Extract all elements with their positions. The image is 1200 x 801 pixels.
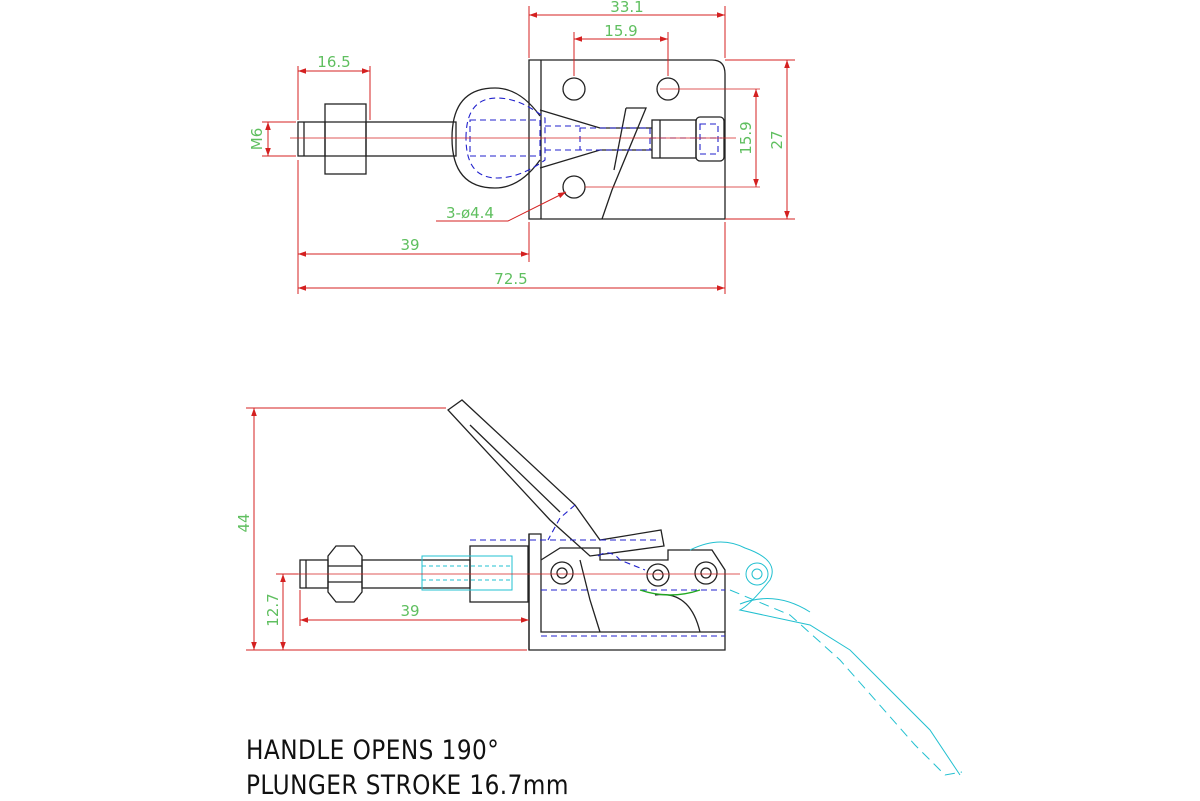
note-handle-opens: HANDLE OPENS 190°: [246, 735, 500, 766]
dim-plunger-height: 12.7: [264, 593, 282, 626]
hex-nut: [327, 545, 363, 603]
dim-plunger-to-base-top: 39: [400, 236, 419, 254]
handle: [447, 399, 665, 557]
side-view: [299, 399, 726, 651]
base-plate-outline: [528, 59, 726, 220]
handle-movement-path: [421, 541, 963, 776]
dim-overall-length: 72.5: [494, 270, 527, 288]
dim-hole-spacing-vertical: 15.9: [737, 121, 755, 154]
plunger-shaft: [365, 121, 457, 157]
pivot-pin: [694, 561, 718, 585]
mounting-hole: [562, 175, 586, 199]
side-view-dimensions: [246, 407, 529, 651]
handle-lever: [601, 107, 647, 220]
mounting-hole: [562, 77, 586, 101]
clevis: [651, 119, 697, 159]
top-view-dimensions: [262, 6, 795, 294]
side-view-cam: [639, 589, 701, 596]
top-view-dimension-labels: 33.1 15.9 16.5 M6 15.9 27 3-ø4.4 39 72.5: [248, 0, 786, 288]
pivot-pin: [646, 563, 670, 587]
pivot-pin: [550, 561, 574, 585]
note-plunger-stroke: PLUNGER STROKE 16.7mm: [246, 770, 569, 801]
threaded-end: [297, 121, 326, 157]
dim-thread: M6: [248, 128, 266, 151]
hex-nut: [324, 103, 367, 175]
side-view-dimension-labels: 44 12.7 39: [235, 513, 420, 626]
dim-plunger-extension: 16.5: [317, 53, 350, 71]
frame: [540, 547, 726, 632]
dim-height: 44: [235, 513, 253, 532]
side-view-hidden-lines: [470, 504, 725, 637]
dim-plunger-to-base-side: 39: [400, 602, 419, 620]
dim-base-height: 27: [768, 130, 786, 149]
dim-hole-spacing-horizontal: 15.9: [604, 22, 637, 40]
top-view: [297, 59, 726, 220]
dim-holes: 3-ø4.4: [446, 204, 494, 222]
dim-overall-width: 33.1: [610, 0, 643, 16]
